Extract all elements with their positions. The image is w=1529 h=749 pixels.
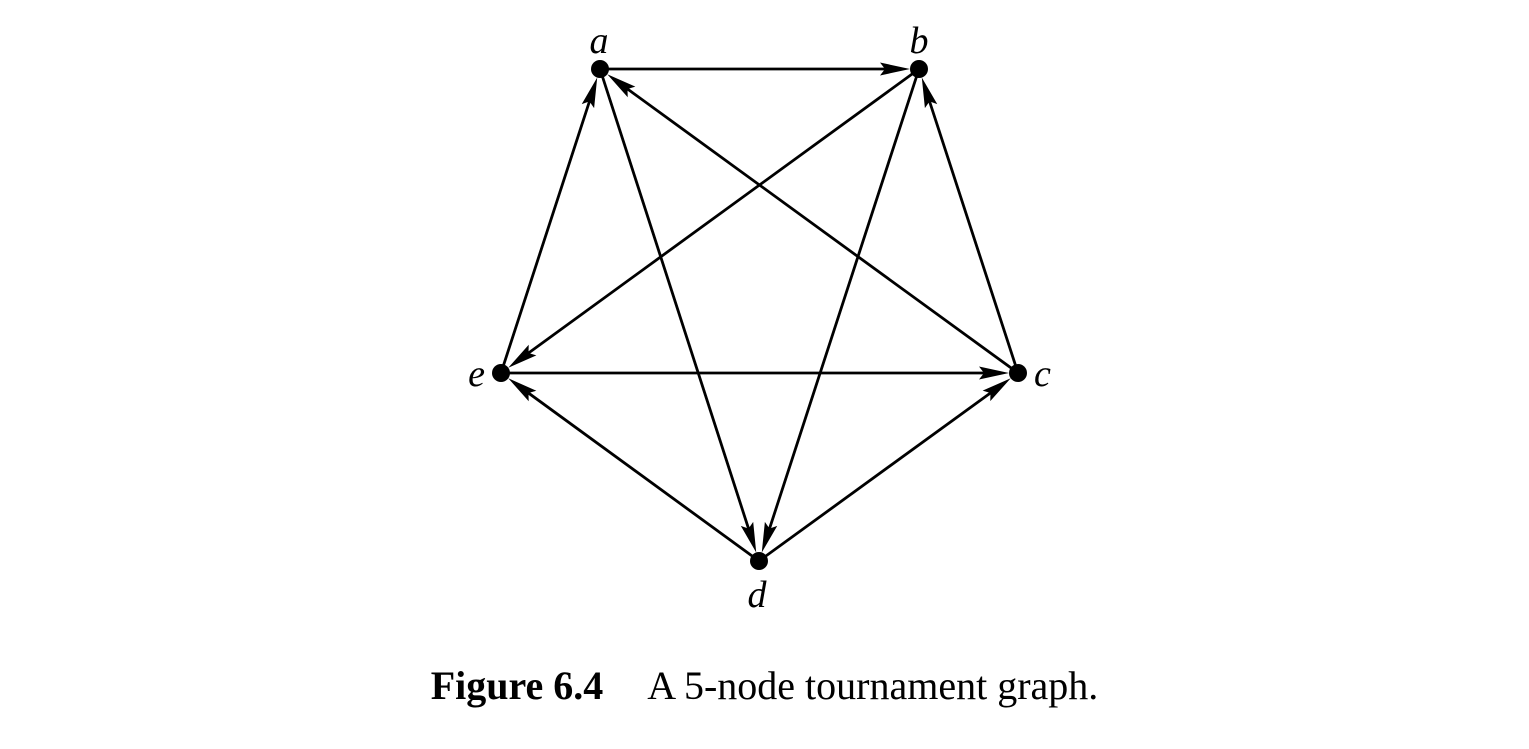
edge-c-to-a (607, 74, 1019, 375)
node-d-label: d (748, 574, 768, 616)
node-d-dot (750, 552, 768, 570)
arrowhead-icon (508, 378, 537, 402)
edge-line (927, 99, 1020, 374)
node-c-dot (1009, 364, 1027, 382)
edge-line (625, 87, 1019, 375)
figure-caption: Figure 6.4 A 5-node tournament graph. (0, 662, 1529, 709)
edge-d-to-c (758, 378, 1011, 563)
figure-number: Figure 6.4 (430, 663, 604, 708)
edge-c-to-b (921, 77, 1020, 374)
node-e-dot (492, 364, 510, 382)
node-e-label: e (468, 353, 485, 395)
arrowhead-icon (740, 521, 757, 553)
node-c-label: c (1034, 353, 1051, 395)
figure-caption-text: A 5-node tournament graph. (647, 663, 1099, 708)
edge-line (499, 99, 592, 374)
edge-e-to-a (499, 77, 598, 374)
tournament-graph-diagram: a b c d e (468, 20, 1051, 616)
edge-line (526, 67, 920, 355)
edge-line (598, 68, 751, 531)
arrowhead-icon (982, 378, 1011, 402)
arrowhead-icon (880, 62, 910, 76)
edge-b-to-e (508, 67, 920, 368)
node-a-label: a (590, 20, 609, 62)
edge-e-to-c (501, 366, 1009, 380)
labels-layer: a b c d e (468, 20, 1051, 616)
nodes-layer (492, 60, 1027, 570)
edge-line (526, 391, 760, 563)
arrowhead-icon (607, 74, 636, 98)
arrowhead-icon (581, 77, 598, 109)
arrowhead-icon (979, 366, 1009, 380)
edge-d-to-e (508, 378, 760, 563)
edge-b-to-d (761, 68, 921, 553)
edge-line (767, 68, 921, 531)
arrowhead-icon (508, 344, 537, 368)
edge-a-to-b (600, 62, 910, 76)
node-a-dot (591, 60, 609, 78)
node-b-label: b (910, 20, 929, 62)
edge-a-to-d (598, 68, 757, 553)
edge-line (758, 391, 993, 563)
arrowhead-icon (761, 521, 778, 553)
node-b-dot (910, 60, 928, 78)
arrowhead-icon (921, 77, 938, 109)
edges-layer (499, 62, 1020, 563)
